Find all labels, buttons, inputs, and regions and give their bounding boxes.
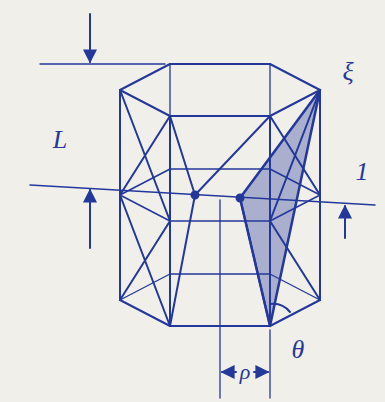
dimension-arrow — [222, 371, 236, 373]
symbol-label: 1 — [354, 159, 371, 185]
diagonal — [120, 195, 170, 326]
diagonal — [240, 198, 270, 326]
extension-line — [219, 200, 220, 398]
centre-dot — [192, 192, 199, 199]
symbol-label: θ — [290, 337, 307, 363]
diagonal — [270, 221, 320, 300]
dimension-arrow — [254, 371, 268, 373]
diagonal — [120, 116, 170, 195]
diagonal — [270, 116, 320, 195]
dimension-arrow — [344, 206, 346, 238]
shaded-triangle — [240, 90, 320, 326]
diagonal — [170, 116, 195, 195]
symbol-label: ξ — [340, 59, 355, 85]
dimension-arrow — [89, 190, 91, 248]
mid-plane-line — [30, 185, 375, 205]
centre-dot — [237, 195, 244, 202]
top-face — [120, 64, 320, 116]
diagonal — [120, 90, 170, 221]
symbol-label: L — [51, 127, 69, 153]
symbol-label: ρ — [238, 361, 253, 383]
dimension-arrow — [89, 14, 91, 62]
diagonal — [195, 116, 270, 195]
angle-arc — [270, 304, 290, 312]
extension-line — [269, 330, 270, 398]
extension-line — [40, 63, 165, 64]
diagonal — [170, 195, 195, 326]
